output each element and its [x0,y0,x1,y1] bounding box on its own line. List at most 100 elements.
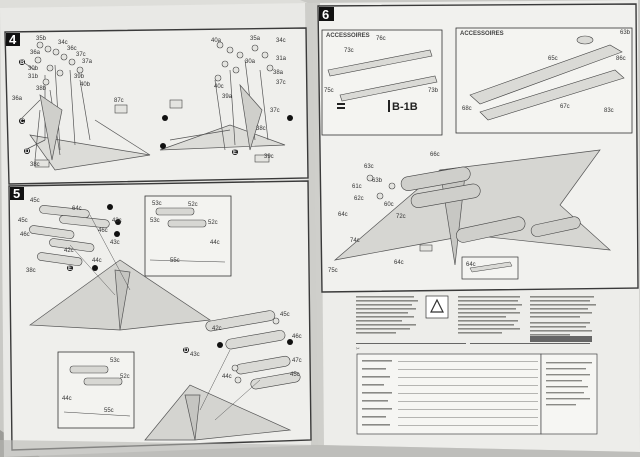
part-label: 63c [364,164,374,170]
part-label: 67c [560,104,570,110]
part-label: 46c [292,334,302,340]
part-label: 35a [250,36,261,42]
part-label: 45c [290,372,300,378]
info-text-area [356,296,596,336]
part-label: 45c [30,198,40,204]
part-label: 38c [30,162,40,168]
callout-letter: C [20,119,25,125]
accessories-heading: ACCESSOIRES [326,33,370,39]
part-label: 37c [276,80,286,86]
detail-inset [57,351,135,429]
part-label: 37a [82,59,93,65]
part-label: 36a [30,50,41,56]
part-label: 38b [36,86,47,92]
part-label: 53c [150,218,160,224]
part-label: 31b [28,74,39,80]
part-label: 55c [104,408,114,414]
part-label: 72c [396,214,406,220]
part-label: 36a [12,96,23,102]
part-label: 52c [188,202,198,208]
part-label: 87c [114,98,124,104]
part-label: 30a [245,59,256,65]
scissor-icon: ✂ [356,346,360,351]
callout-letter: E [68,266,72,272]
callout-letter: D [25,149,30,155]
step-6-number: 6 [322,7,329,22]
step-4-badge [6,33,20,46]
part-label: 42c [212,326,222,332]
part-label: 53c [110,358,120,364]
part-label: 66c [430,152,440,158]
part-label: 74c [350,238,360,244]
part-label: 31a [276,56,287,62]
part-label: 60c [384,202,394,208]
callout-letter: E [233,150,237,156]
recycle-symbol-icon [425,295,449,319]
accessories-heading: ACCESSOIRES [460,31,504,37]
step-4-panel: 4 [4,27,309,185]
part-label: 86c [616,56,626,62]
part-label: 44c [210,240,220,246]
model-designation: B-1B [392,101,418,113]
part-label: 39b [74,74,85,80]
logo-bar [530,336,592,342]
part-label: 38c [26,268,36,274]
part-label: 34c [58,40,68,46]
step-6-badge [319,7,334,21]
callout-letter: B [20,60,25,66]
part-label: 52c [120,374,130,380]
part-label: 43c [190,352,200,358]
part-label: 34c [276,38,286,44]
part-label: 36c [67,46,77,52]
part-label: 83c [604,108,614,114]
part-label: 38c [256,126,266,132]
part-label: 30b [28,66,39,72]
part-label: 64c [394,260,404,266]
part-label: 65c [548,56,558,62]
order-form: ✂ [356,343,598,435]
part-label: 62c [354,196,364,202]
part-label: 73b [428,88,439,94]
part-label: 64c [466,262,476,268]
step-5-panel: 5 [8,180,312,451]
part-label: 40c [214,84,224,90]
part-label: 63b [372,178,383,184]
part-label: 64c [72,206,82,212]
part-label: 43c [110,240,120,246]
part-label: 38a [273,70,284,76]
part-label: 47c [292,358,302,364]
part-label: 75c [324,88,334,94]
part-label: 68c [462,106,472,112]
part-label: 35b [36,36,47,42]
step-5-number: 5 [13,186,20,201]
part-label: 44c [62,396,72,402]
callout-letter: D [184,348,189,354]
part-label: 53c [152,201,162,207]
part-label: 39c [264,154,274,160]
part-label: 64c [338,212,348,218]
step-6-panel: 6 ACCESSOIRES ACCESSOIRES B-1B [317,3,639,293]
part-label: 52c [208,220,218,226]
part-label: 76c [376,36,386,42]
part-label: 46c [98,228,108,234]
part-label: 63b [620,30,631,36]
part-label: 75c [328,268,338,274]
part-label: 73c [344,48,354,54]
part-label: 40a [211,38,222,44]
part-label: 40b [80,82,91,88]
part-label: 37c [270,108,280,114]
part-label: 44c [92,258,102,264]
part-label: 61c [352,184,362,190]
part-label: 45c [18,218,28,224]
part-label: 45c [280,312,290,318]
part-label: 43c [112,218,122,224]
part-label: 55c [170,258,180,264]
step-5-badge [10,187,24,200]
part-label: 42c [64,248,74,254]
step-4-number: 4 [9,32,17,47]
part-label: 37c [76,52,86,58]
part-label: 39a [222,94,233,100]
part-label: 46c [20,232,30,238]
